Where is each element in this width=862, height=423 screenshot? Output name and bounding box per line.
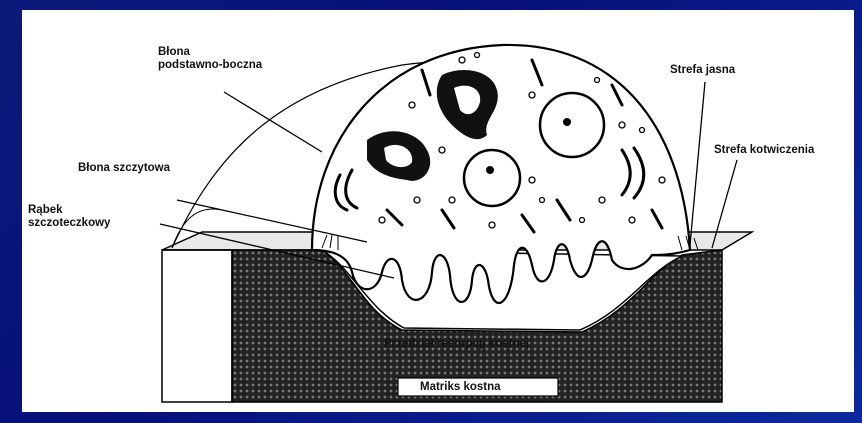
label-ruffled-border: Rąbek szczoteczkowy: [28, 204, 110, 230]
label-ruffled-line1: Rąbek: [28, 204, 110, 217]
label-basolateral-membrane: Błona podstawno-boczna: [158, 46, 262, 72]
label-resorption-compartment: Przedział resorpcji kostnej: [384, 338, 529, 351]
label-apical-membrane: Błona szczytowa: [78, 162, 170, 175]
nucleus-3: [464, 150, 520, 206]
label-ruffled-line2: szczoteczkowy: [28, 217, 110, 230]
diagram-panel: Błona podstawno-boczna Błona szczytowa R…: [22, 10, 854, 412]
label-basolateral-line2: podstawno-boczna: [158, 59, 262, 72]
label-bone-matrix: Matriks kostna: [420, 381, 501, 394]
nucleus-2: [540, 93, 604, 157]
label-sealing-zone: Strefa kotwiczenia: [714, 144, 814, 157]
label-clear-zone: Strefa jasna: [670, 64, 735, 77]
label-basolateral-line1: Błona: [158, 46, 262, 59]
bone-side-face: [162, 250, 232, 402]
